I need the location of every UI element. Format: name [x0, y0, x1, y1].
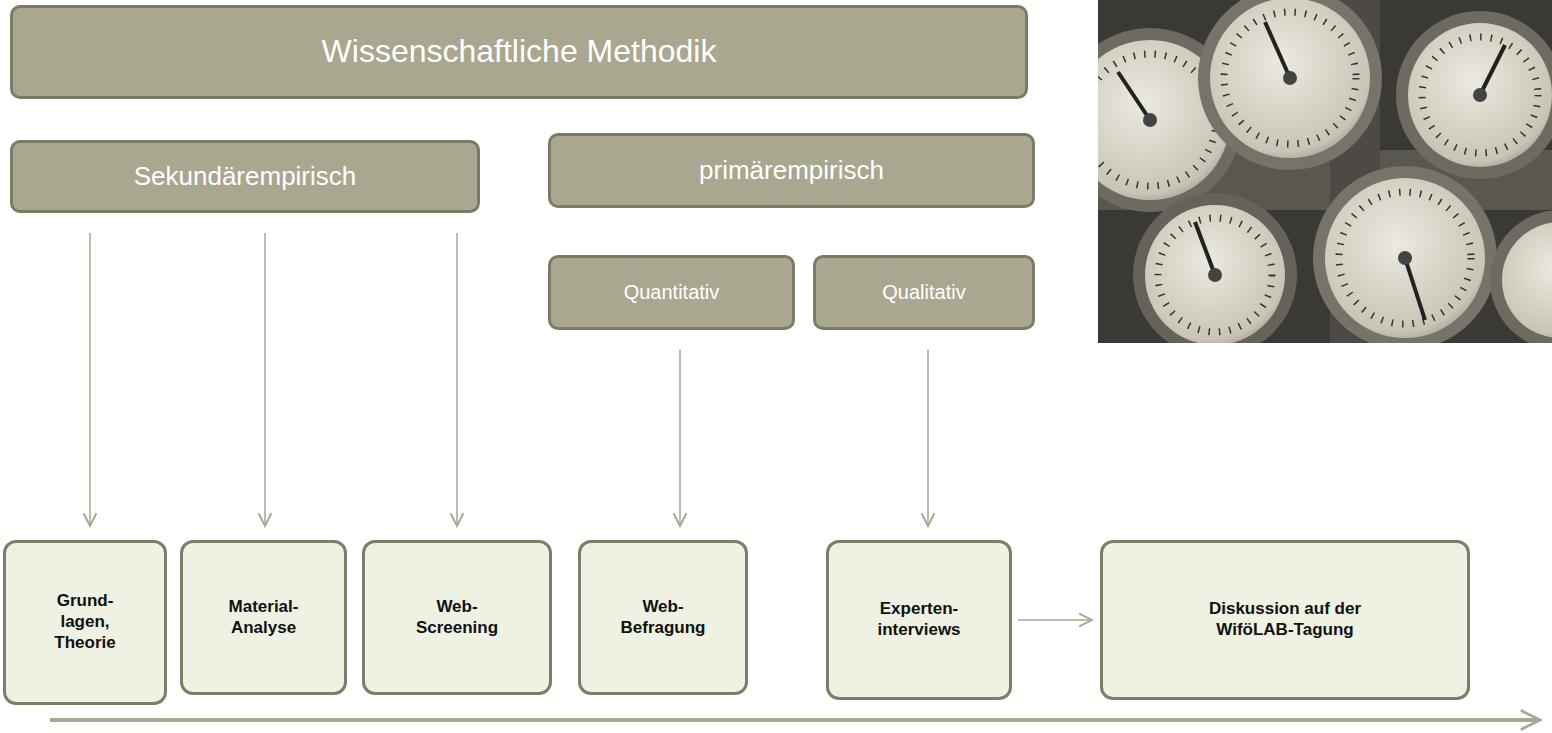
connector-arrow — [1018, 619, 1092, 621]
connector-arrow — [89, 233, 91, 526]
method-box: Web- Screening — [362, 540, 552, 695]
subcategory-band: Qualitativ — [813, 255, 1035, 330]
gauge — [1198, 0, 1382, 170]
gauge — [1313, 166, 1497, 343]
node-label: Experten- interviews — [869, 599, 969, 640]
node-label: Web- Screening — [411, 597, 503, 638]
method-box: Material- Analyse — [180, 540, 347, 695]
category-band: Sekundärempirisch — [10, 140, 480, 213]
node-label: Grund- lagen, Theorie — [48, 591, 122, 653]
node-label: Wissenschaftliche Methodik — [322, 32, 717, 71]
node-label: Sekundärempirisch — [134, 161, 357, 193]
gauge — [1133, 193, 1297, 343]
node-label: Material- Analyse — [220, 597, 308, 638]
gauge — [1490, 210, 1552, 343]
gauge — [1396, 11, 1552, 179]
category-band: primärempirisch — [548, 133, 1035, 208]
gauge-photo — [1098, 0, 1552, 343]
timeline-arrow — [50, 718, 1540, 722]
subcategory-band: Quantitativ — [548, 255, 795, 330]
method-box: Experten- interviews — [826, 540, 1012, 700]
node-label: Qualitativ — [882, 280, 965, 304]
node-label: Diskussion auf der WiföLAB-Tagung — [1185, 599, 1385, 640]
method-box: Diskussion auf der WiföLAB-Tagung — [1100, 540, 1470, 700]
connector-arrow — [264, 233, 266, 526]
node-label: Quantitativ — [624, 280, 720, 304]
connector-arrow — [679, 350, 681, 526]
method-box: Web- Befragung — [578, 540, 748, 695]
title-band: Wissenschaftliche Methodik — [10, 5, 1028, 99]
method-box: Grund- lagen, Theorie — [3, 540, 167, 705]
node-label: primärempirisch — [699, 155, 884, 187]
node-label: Web- Befragung — [613, 597, 713, 638]
connector-arrow — [456, 233, 458, 526]
connector-arrow — [927, 350, 929, 526]
